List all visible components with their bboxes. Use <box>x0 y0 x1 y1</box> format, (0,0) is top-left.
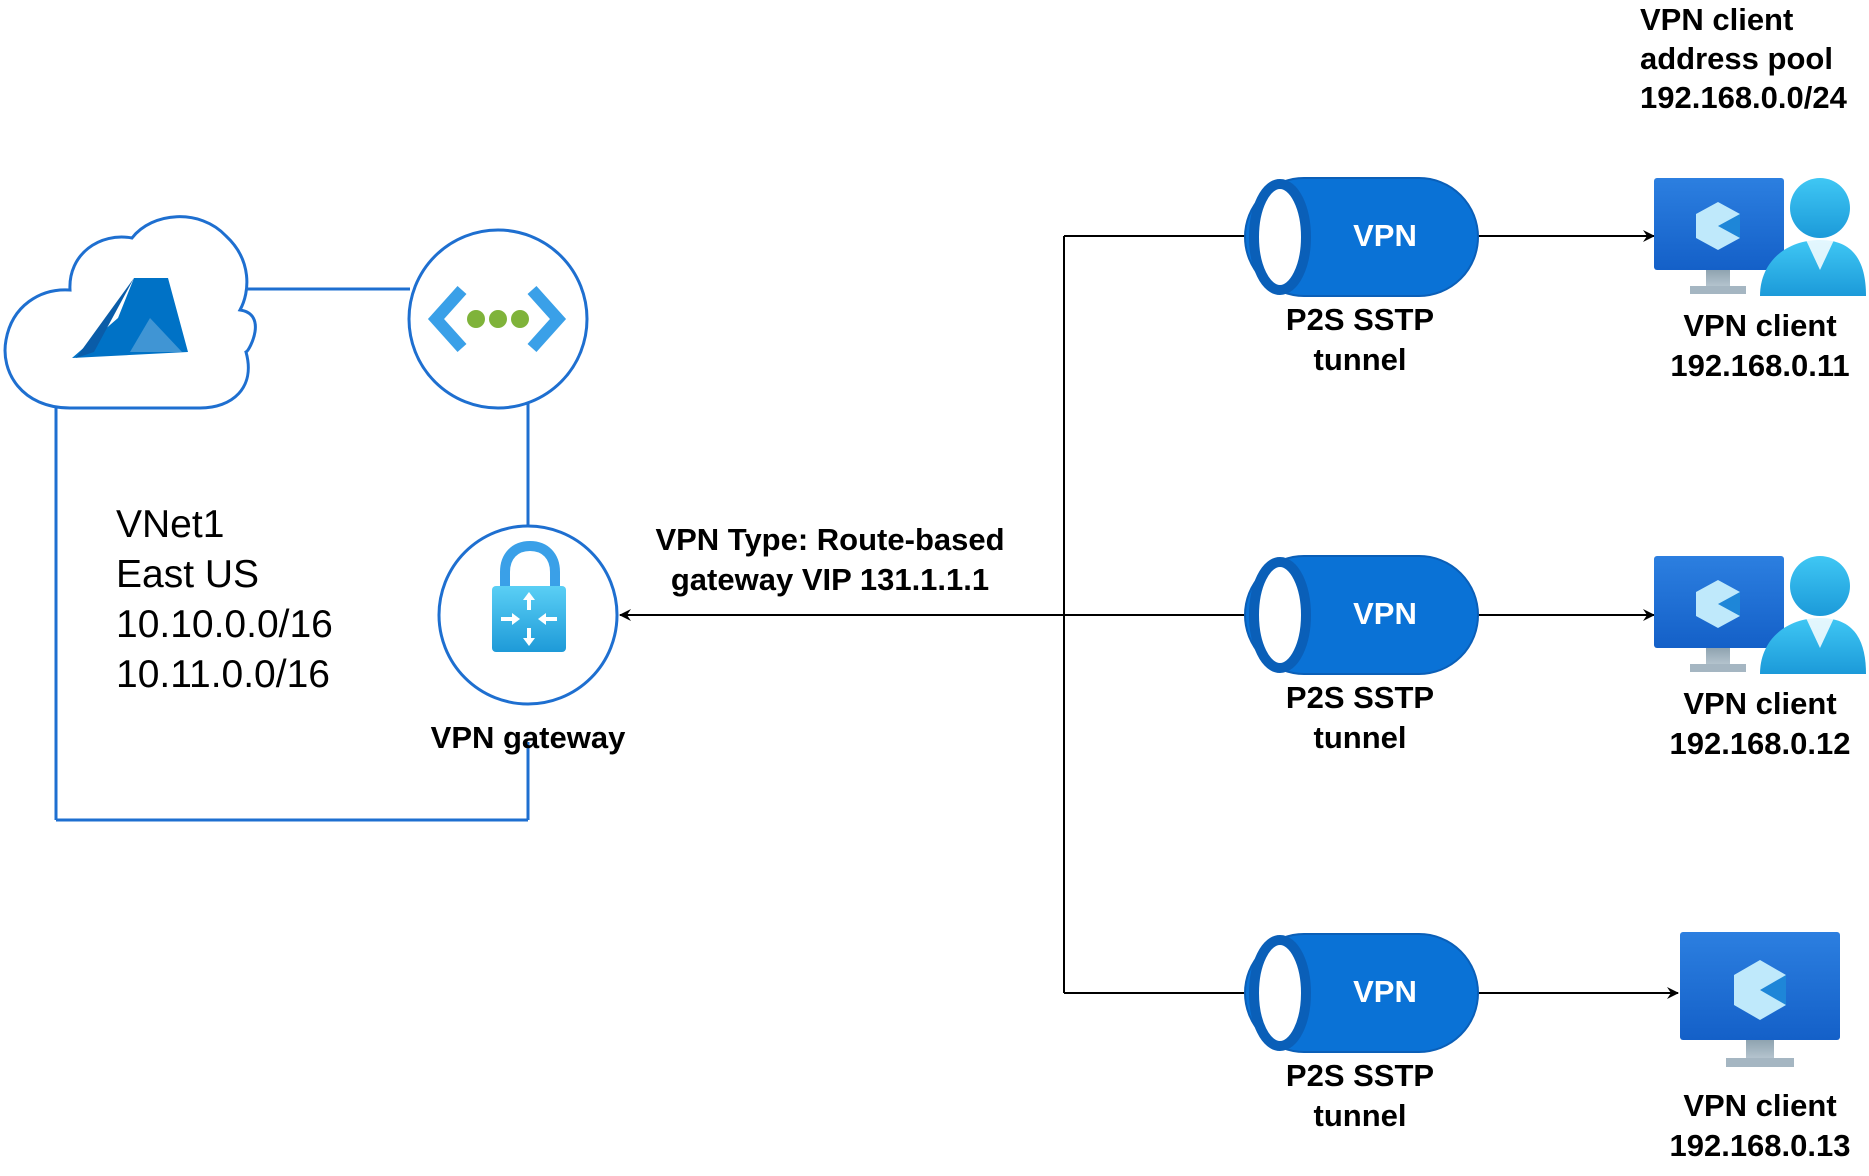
connector-lines <box>619 230 1679 999</box>
vnet-region: East US <box>116 553 260 596</box>
tunnel-3-label-1: P2S SSTP <box>1285 1058 1435 1093</box>
vpn-gateway-icon <box>437 524 619 706</box>
azure-cloud-icon <box>3 215 257 410</box>
gateway-vip-label: gateway VIP 131.1.1.1 <box>670 562 990 597</box>
client-2-user-monitor-icon <box>1654 556 1866 674</box>
tunnel-2 <box>1244 555 1479 675</box>
client-1-label: VPN client <box>1683 308 1837 343</box>
client-1-user-monitor-icon <box>1654 178 1866 296</box>
tunnel-1-label-1: P2S SSTP <box>1285 302 1435 337</box>
vnet-name: VNet1 <box>116 503 225 546</box>
vnet-address-space-2: 10.11.0.0/16 <box>116 653 330 696</box>
tunnel-1-badge: VPN <box>1353 218 1417 253</box>
tunnel-3-label-2: tunnel <box>1313 1098 1407 1133</box>
client-1-ip: 192.168.0.11 <box>1670 348 1850 383</box>
vpn-gateway-label: VPN gateway <box>430 720 626 755</box>
address-pool-line-1: VPN client <box>1640 2 1794 37</box>
tunnel-1 <box>1244 177 1479 297</box>
virtual-network-icon <box>407 228 589 410</box>
tunnel-3-badge: VPN <box>1353 974 1417 1009</box>
tunnel-2-label-1: P2S SSTP <box>1285 680 1435 715</box>
tunnel-3 <box>1244 933 1479 1053</box>
tunnel-2-badge: VPN <box>1353 596 1417 631</box>
tunnel-2-label-2: tunnel <box>1313 720 1407 755</box>
client-3-label: VPN client <box>1683 1088 1837 1123</box>
address-pool-line-2: address pool <box>1640 41 1833 76</box>
vnet-address-space-1: 10.10.0.0/16 <box>116 603 333 646</box>
client-3-monitor-icon <box>1680 932 1840 1067</box>
client-2-label: VPN client <box>1683 686 1837 721</box>
vpn-type-label: VPN Type: Route-based <box>655 522 1005 557</box>
client-3-ip: 192.168.0.13 <box>1669 1128 1851 1163</box>
client-2-ip: 192.168.0.12 <box>1669 726 1851 761</box>
address-pool-line-3: 192.168.0.0/24 <box>1640 80 1847 115</box>
tunnel-1-label-2: tunnel <box>1313 342 1407 377</box>
